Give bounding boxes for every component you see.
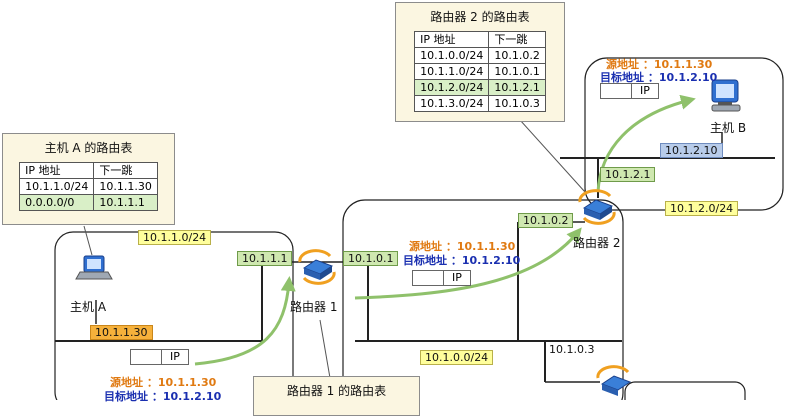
table-header: IP 地址 bbox=[19, 162, 95, 179]
packet-payload bbox=[412, 270, 444, 286]
network-b-tag: 10.1.2.0/24 bbox=[665, 201, 739, 216]
router-icon bbox=[578, 189, 616, 225]
router-icon bbox=[298, 249, 336, 285]
host-a-label: 主机 A bbox=[70, 300, 107, 314]
packet-3-destination: 目标地址 ：10.1.2.10 bbox=[600, 71, 718, 84]
table-header: IP 地址 bbox=[414, 31, 490, 48]
router-2-label: 路由器 2 bbox=[573, 236, 621, 250]
desktop-computer-icon bbox=[711, 79, 741, 112]
router-3-interface-label: 10.1.0.3 bbox=[549, 343, 595, 356]
laptop-icon bbox=[75, 255, 113, 280]
ip-packet-2: IP bbox=[412, 270, 471, 286]
packet-ip-header: IP bbox=[632, 83, 659, 99]
packet-path-arrow-3 bbox=[596, 94, 696, 193]
table-header: 下一跳 bbox=[93, 162, 158, 179]
host-b-label: 主机 B bbox=[710, 121, 747, 135]
packet-1-destination: 目标地址 ：10.1.2.10 bbox=[104, 390, 222, 403]
ip-packet-1: IP bbox=[130, 349, 189, 365]
diagram-canvas bbox=[54, 57, 784, 400]
table-header: 下一跳 bbox=[488, 31, 546, 48]
network-middle-tag: 10.1.0.0/24 bbox=[420, 350, 494, 365]
packet-2-destination: 目标地址 ：10.1.2.10 bbox=[403, 254, 521, 267]
packet-ip-header: IP bbox=[162, 349, 189, 365]
network-zone-middle bbox=[342, 199, 624, 400]
packet-ip-header: IP bbox=[444, 270, 471, 286]
router-1-label: 路由器 1 bbox=[290, 300, 338, 314]
host-b-ip-tag: 10.1.2.10 bbox=[660, 143, 723, 158]
router-2-table-title: 路由器 2 的路由表 bbox=[430, 10, 530, 24]
router-2-left-interface-tag: 10.1.0.2 bbox=[518, 213, 574, 228]
router-icon bbox=[596, 365, 632, 396]
packet-1-source: 源地址 ：10.1.1.30 bbox=[110, 376, 217, 389]
host-a-ip-tag: 10.1.1.30 bbox=[90, 325, 153, 340]
router-2-top-interface-tag: 10.1.2.1 bbox=[600, 167, 656, 182]
packet-3-source: 源地址 ：10.1.1.30 bbox=[606, 58, 713, 71]
router-1-table-title: 路由器 1 的路由表 bbox=[286, 384, 387, 398]
ip-packet-3: IP bbox=[600, 83, 659, 99]
router-1-left-interface-tag: 10.1.1.1 bbox=[237, 251, 293, 266]
router-1-right-interface-tag: 10.1.0.1 bbox=[343, 251, 399, 266]
router-1-routing-table: 路由器 1 的路由表 bbox=[253, 376, 420, 416]
network-a-tag: 10.1.1.0/24 bbox=[138, 230, 212, 245]
packet-path-arrow-1 bbox=[194, 276, 296, 366]
packet-path-arrow-2 bbox=[354, 227, 582, 300]
packet-payload bbox=[600, 83, 632, 99]
packet-payload bbox=[130, 349, 162, 365]
host-a-table-title: 主机 A 的路由表 bbox=[44, 141, 133, 155]
packet-2-source: 源地址 ：10.1.1.30 bbox=[409, 240, 516, 253]
